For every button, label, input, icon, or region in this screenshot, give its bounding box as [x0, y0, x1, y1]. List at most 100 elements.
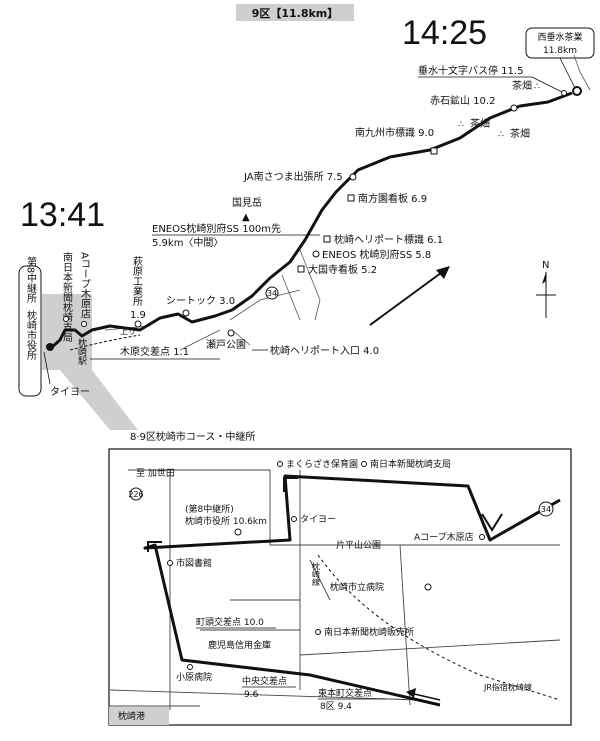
inset-nursery: まくらざき保育園 [286, 458, 358, 470]
inset-higashihoncho-km: 8区 9.4 [320, 701, 352, 712]
inset-chuo-km: 9.6 [244, 690, 259, 700]
label-heliport-sign: 枕崎ヘリポート標識 6.1 [334, 233, 443, 246]
label-vertical2: Aコープ木原店 [79, 252, 91, 320]
label-nanpodo: 南方園看板 6.9 [358, 192, 427, 205]
inset-katahira: 片平山公園 [336, 539, 381, 551]
label-eneos: ENEOS 枕崎別府SS 5.8 [322, 248, 431, 261]
start-box-line2: 枕崎市役所 [25, 309, 37, 361]
north-label: N [542, 260, 549, 271]
finish-leader [559, 57, 576, 89]
inset-hospital-icon [424, 583, 432, 591]
tea-icon-1: ∴ [534, 82, 540, 92]
label-minamikyushu: 南九州市標識 9.0 [355, 126, 434, 139]
finish-marker [572, 86, 582, 96]
label-akaishi: 赤石鉱山 10.2 [430, 94, 495, 107]
inset-arrow-4-head [406, 688, 416, 698]
direction-arrow-shaft [369, 269, 446, 326]
inset-library: 市図書館 [176, 557, 212, 569]
inset-bank: 鹿児島信用金庫 [208, 639, 271, 651]
inset-marker-bureau [361, 461, 367, 467]
inset-arrow-1 [283, 477, 298, 492]
inset-rail-label: JR指宿枕崎線 [483, 682, 532, 692]
label-chabatake2: 茶畑 [470, 117, 490, 130]
label-nobori: 上り [120, 327, 136, 336]
finish-box-line1: 西垂水茶業 [537, 31, 582, 43]
marker-ja [349, 173, 357, 181]
label-hagiwara-km: 1.9 [130, 310, 146, 321]
marker-akaishi [510, 104, 518, 112]
label-hagiwara: 萩原工業所 [131, 256, 143, 307]
inset-chuo: 中央交差点 [242, 675, 287, 687]
marker-tarumizu [561, 90, 567, 96]
inset-sales: 南日本新聞枕崎販売所 [324, 626, 414, 638]
inset-marker-library [167, 560, 173, 566]
inset-marker-taiyo [291, 516, 297, 522]
inset-acoop: Aコープ木原店 [414, 531, 474, 543]
tea-icon-3: ∴ [498, 130, 504, 140]
inset-relay-paren: (第8中継所) [185, 503, 234, 515]
inset-taiyo: タイヨー [300, 514, 336, 525]
marker-acoop [81, 321, 87, 327]
label-kihara: 木原交差点 1.1 [120, 345, 189, 358]
inset-route226-badge [129, 487, 143, 501]
inset-route34-badge [538, 501, 554, 517]
label-taiyo: タイヨー [50, 386, 90, 398]
start-box-line1: 第8中継所 [25, 256, 37, 304]
inset-course-route [143, 474, 561, 707]
inset-roads [109, 469, 561, 710]
inset-track: 枕崎線 [312, 561, 321, 586]
inset-hospital: 枕崎市立病院 [330, 581, 384, 593]
marker-nannichi [63, 316, 69, 322]
inset-route226-number: 226 [128, 490, 143, 499]
start-area-highlight [42, 294, 92, 370]
course-route [51, 91, 573, 349]
leader-taiyo [43, 351, 51, 385]
label-eneos100-sub: 5.9km〈中間〉 [152, 236, 223, 249]
label-chabatake1: 茶畑 [512, 79, 532, 92]
start-box [18, 265, 42, 397]
marker-setokoen [227, 329, 235, 337]
marker-hagiwara [134, 320, 142, 328]
inset-relay-marker [234, 528, 242, 536]
mountain-icon: ▲ [242, 212, 250, 223]
railway [69, 334, 141, 351]
marker-eneos [312, 250, 320, 258]
inset-higashihoncho: 東本町交差点 [318, 687, 372, 699]
label-station: 枕崎駅 [76, 337, 87, 366]
inset-bureau: 南日本新聞枕崎支局 [370, 458, 451, 470]
inset-marker-sales [315, 629, 321, 635]
marker-minamikyushu [430, 147, 438, 155]
north-arrow-tip [542, 272, 546, 284]
inset-port: 枕崎港 [118, 710, 145, 722]
header-bg [236, 4, 354, 21]
inset-title: 8·9区枕崎市コース・中継所 [130, 430, 255, 443]
header-title: 9区【11.8km】 [252, 7, 339, 20]
inset-ohara: 小原病院 [176, 671, 212, 683]
marker-seatoku [182, 309, 190, 317]
inset-route34-number: 34 [541, 505, 551, 514]
inset-connector [60, 370, 138, 430]
label-tarumizu: 垂水十文字バス停 11.5 [418, 64, 523, 77]
start-marker [46, 343, 54, 351]
leader-tarumizu [531, 76, 565, 94]
finish-box-line2: 11.8km [543, 46, 577, 56]
inset-port-bg [109, 707, 169, 725]
route34-number: 34 [267, 289, 277, 298]
inset-arrow-4 [409, 692, 441, 701]
label-ja: JA南さつま出張所 7.5 [243, 170, 343, 183]
inset-machigashira: 町頭交差点 10.0 [196, 616, 264, 628]
direction-arrow-head [436, 266, 450, 279]
start-time: 13:41 [20, 196, 105, 234]
finish-time: 14:25 [402, 14, 487, 52]
inset-marker-acoop [479, 534, 485, 540]
inset-marker-ohara [187, 664, 193, 670]
label-chabatake3: 茶畑 [510, 127, 530, 140]
inset-relay: 枕崎市役所 10.6km [185, 515, 267, 527]
marker-daikokuji [297, 265, 305, 273]
label-setokoen: 瀬戸公園 [206, 339, 246, 351]
secondary-roads [104, 54, 591, 351]
inset-arrow-3 [481, 513, 503, 532]
route34-badge [265, 286, 279, 300]
inset-railway [317, 554, 561, 701]
